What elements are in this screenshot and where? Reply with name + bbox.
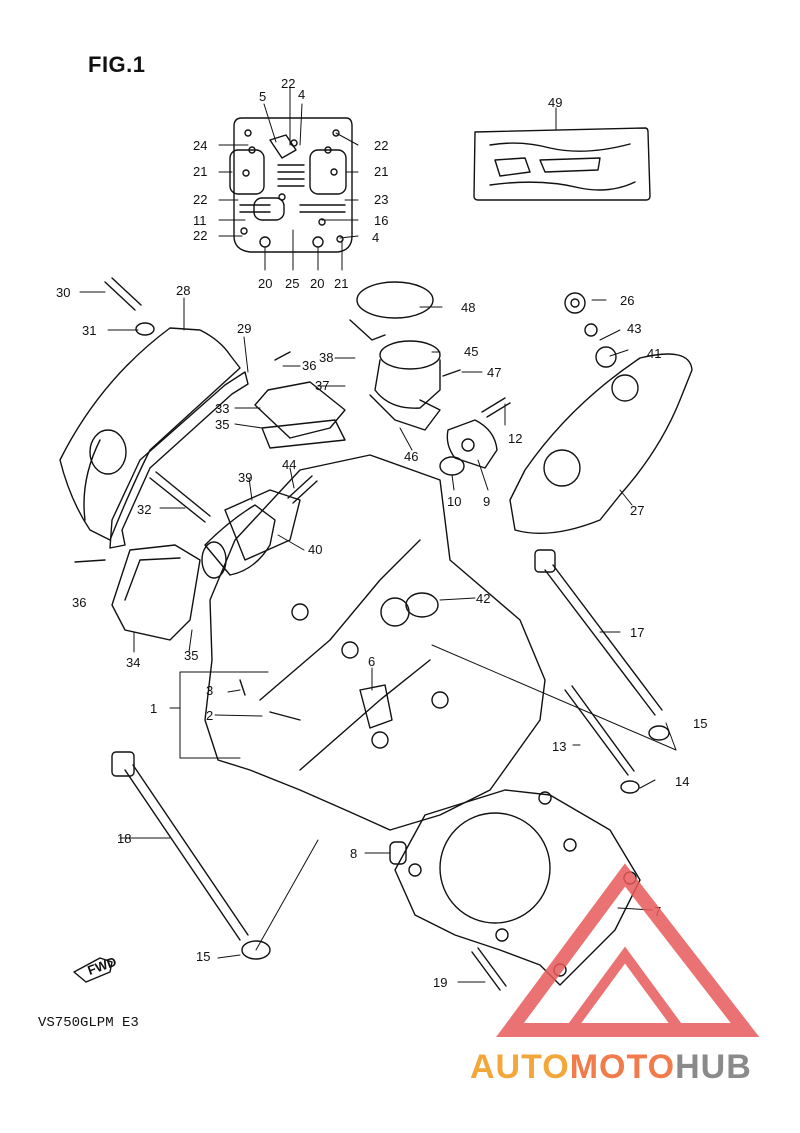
callout-c36b: 36 bbox=[72, 595, 86, 610]
callout-c29: 29 bbox=[237, 321, 251, 336]
callout-c16: 16 bbox=[374, 213, 388, 228]
callout-c17: 17 bbox=[630, 625, 644, 640]
water-outlet-elbow bbox=[201, 504, 276, 579]
figure-title: FIG.1 bbox=[88, 52, 146, 77]
callout-c31: 31 bbox=[82, 323, 96, 338]
small-valve-cover bbox=[111, 544, 201, 641]
cylinder-head-cover-left bbox=[59, 327, 241, 541]
callout-c9: 9 bbox=[483, 494, 490, 509]
callout-c37: 37 bbox=[315, 378, 329, 393]
callout-c26: 26 bbox=[620, 293, 634, 308]
callout-c46: 46 bbox=[404, 449, 418, 464]
callout-c33: 33 bbox=[215, 401, 229, 416]
callout-c21c: 21 bbox=[334, 276, 348, 291]
callout-c1: 1 bbox=[150, 701, 157, 716]
callout-c12: 12 bbox=[508, 431, 522, 446]
spark-plugs bbox=[149, 471, 318, 523]
leader-lines bbox=[79, 87, 677, 983]
callout-c20b: 20 bbox=[310, 276, 324, 291]
callout-c23: 23 bbox=[374, 192, 388, 207]
callout-c22b: 22 bbox=[374, 138, 388, 153]
callout-c10: 10 bbox=[447, 494, 461, 509]
callout-c15a: 15 bbox=[693, 716, 707, 731]
callout-c14: 14 bbox=[675, 774, 689, 789]
callout-c21a: 21 bbox=[193, 164, 207, 179]
brand-auto: AUTO bbox=[470, 1048, 570, 1086]
callout-c30: 30 bbox=[56, 285, 70, 300]
callout-c6: 6 bbox=[368, 654, 375, 669]
cylinder-head bbox=[204, 454, 546, 831]
callout-c38: 38 bbox=[319, 350, 333, 365]
model-code: VS750GLPM E3 bbox=[38, 1015, 139, 1031]
callout-c36a: 36 bbox=[302, 358, 316, 373]
brand-hub: HUB bbox=[675, 1048, 752, 1086]
callout-c43: 43 bbox=[627, 321, 641, 336]
callout-c34: 34 bbox=[126, 655, 140, 670]
callout-c49: 49 bbox=[548, 95, 562, 110]
callout-c35a: 35 bbox=[215, 417, 229, 432]
callout-c45: 45 bbox=[464, 344, 478, 359]
callout-c22a: 22 bbox=[281, 76, 295, 91]
cover-gasket-frame bbox=[109, 371, 249, 549]
stud-bolts bbox=[74, 277, 670, 991]
watermark-brand: AUTOMOTOHUB bbox=[470, 1048, 752, 1087]
intake-pipe-assembly bbox=[349, 281, 441, 431]
callout-c11: 11 bbox=[193, 213, 207, 228]
callout-c13: 13 bbox=[552, 739, 566, 754]
cover-gasket bbox=[254, 381, 346, 449]
callout-c15b: 15 bbox=[196, 949, 210, 964]
brand-moto: MOTO bbox=[569, 1048, 676, 1086]
callout-c22d: 22 bbox=[193, 228, 207, 243]
gasket-set-bag bbox=[473, 127, 651, 201]
callout-c25: 25 bbox=[285, 276, 299, 291]
callout-c27: 27 bbox=[630, 503, 644, 518]
callout-c5: 5 bbox=[259, 89, 266, 104]
callout-c35b: 35 bbox=[184, 648, 198, 663]
head-plug bbox=[405, 592, 439, 618]
callout-c22c: 22 bbox=[193, 192, 207, 207]
callout-c47: 47 bbox=[487, 365, 501, 380]
callout-c20a: 20 bbox=[258, 276, 272, 291]
callout-c21b: 21 bbox=[374, 164, 388, 179]
callout-c48: 48 bbox=[461, 300, 475, 315]
watermark-logo-icon bbox=[496, 863, 760, 1037]
callout-c2: 2 bbox=[206, 708, 213, 723]
fwd-arrow-icon bbox=[73, 957, 113, 983]
callout-c40: 40 bbox=[308, 542, 322, 557]
callout-c44: 44 bbox=[282, 457, 296, 472]
callout-c32: 32 bbox=[137, 502, 151, 517]
callout-c42: 42 bbox=[476, 591, 490, 606]
callout-c8: 8 bbox=[350, 846, 357, 861]
callout-c39: 39 bbox=[238, 470, 252, 485]
callout-c18: 18 bbox=[117, 831, 131, 846]
callout-c4a: 4 bbox=[298, 87, 305, 102]
callout-c19: 19 bbox=[433, 975, 447, 990]
cylinder-head-cover-right bbox=[509, 292, 693, 534]
intake-flange-parts bbox=[439, 397, 511, 476]
callout-c28: 28 bbox=[176, 283, 190, 298]
callout-c41: 41 bbox=[647, 346, 661, 361]
callout-c4b: 4 bbox=[372, 230, 379, 245]
callout-c24: 24 bbox=[193, 138, 207, 153]
cylinder-head-gasket bbox=[394, 789, 641, 986]
cylinder-head-inset bbox=[229, 117, 353, 253]
callout-c3: 3 bbox=[206, 683, 213, 698]
